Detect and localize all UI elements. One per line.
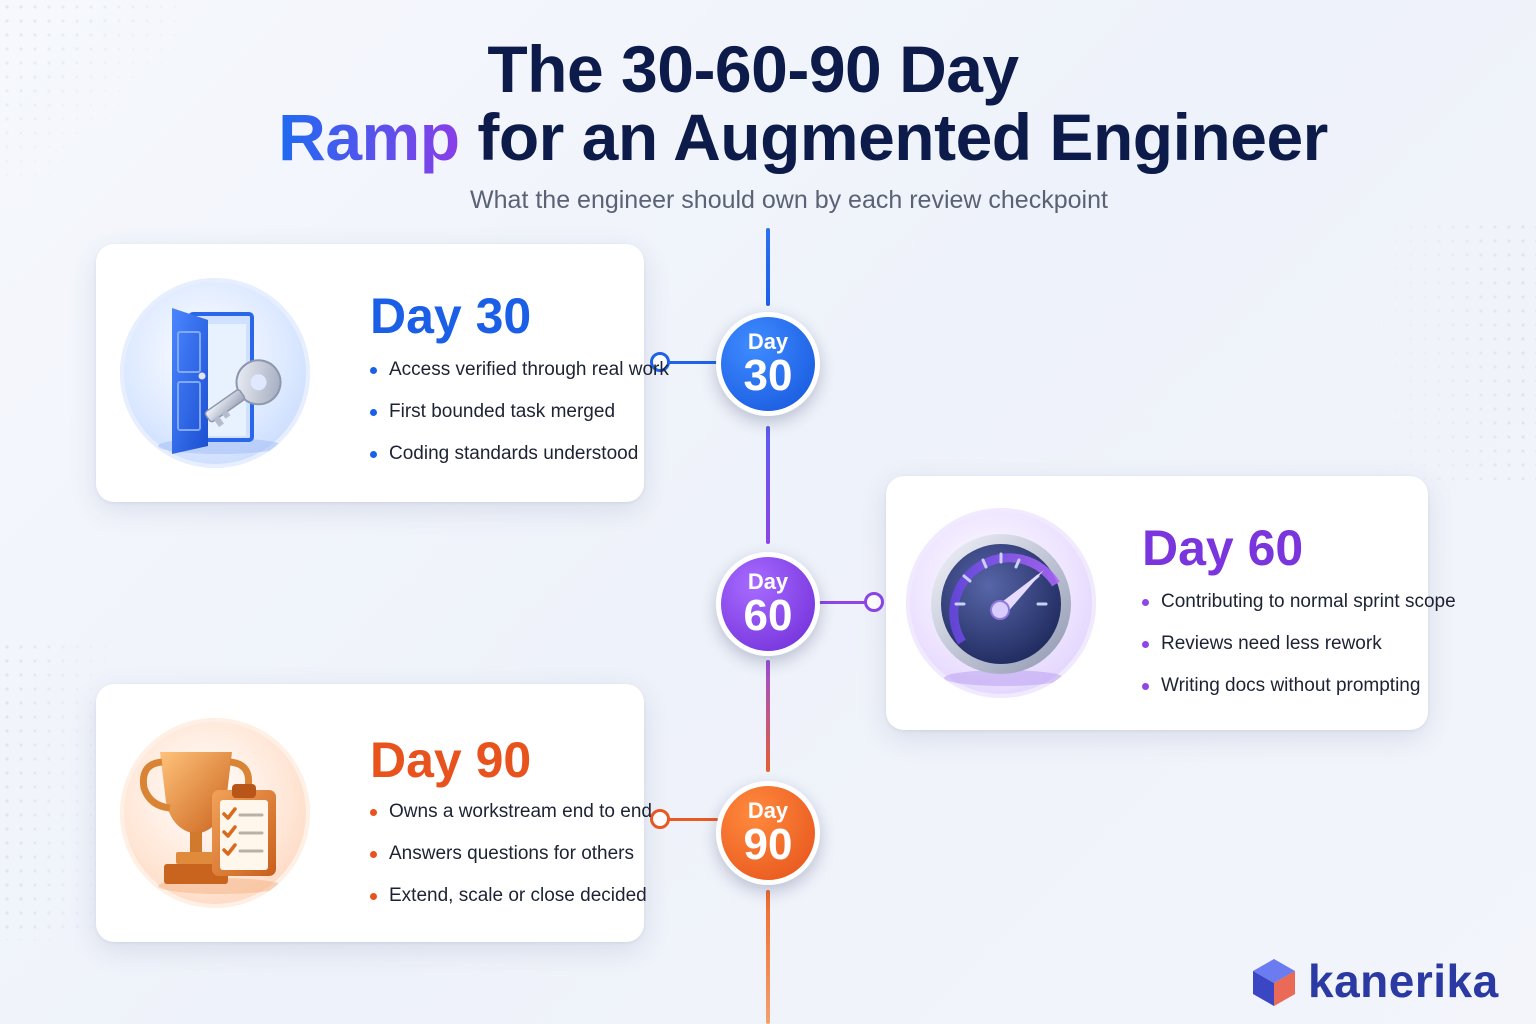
trophy-checklist-icon [120,718,310,908]
page-title: The 30-60-90 Day [0,34,1521,104]
node-day-label: Day [747,569,789,594]
title-line-2: for an Augmented Engineer [459,100,1328,174]
milestone-title: Day 30 [370,288,532,344]
node-day-number: 60 [743,591,793,640]
node-day-number: 30 [743,351,793,400]
brand-logo: kanerika [1248,952,1498,1012]
milestone-card-30: Day 30 Access verified through real work… [96,244,669,502]
cube-logo-icon [1253,959,1295,1006]
milestone-card-60: Day 60 Contributing to normal sprint sco… [886,476,1456,730]
decor-dots [1376,220,1536,480]
timeline-line [766,890,770,1024]
list-item: Extend, scale or close decided [370,882,652,924]
timeline-node-90: Day 90 [716,781,820,885]
list-item: Answers questions for others [370,840,652,882]
list-item: Reviews need less rework [1142,630,1456,672]
door-key-icon [120,278,310,468]
timeline-line [766,426,770,544]
milestone-card-90: Day 90 Owns a workstream end to end Answ… [96,684,652,942]
milestone-list: Contributing to normal sprint scope Revi… [1142,588,1456,714]
title-highlight: Ramp [278,100,460,174]
timeline-line [766,228,770,306]
list-item: Access verified through real work [370,356,669,398]
list-item: Coding standards understood [370,440,669,482]
connector-30 [668,361,718,364]
milestone-list: Owns a workstream end to end Answers que… [370,798,652,924]
node-day-label: Day [747,329,789,354]
timeline-line [766,660,770,772]
connector-dot-60 [864,592,884,612]
timeline-node-30: Day 30 [716,312,820,416]
milestone-list: Access verified through real work First … [370,356,669,482]
decor-dots [0,0,180,180]
list-item: Owns a workstream end to end [370,798,652,840]
speedometer-icon [906,508,1096,698]
connector-90 [668,818,718,821]
list-item: First bounded task merged [370,398,669,440]
node-day-label: Day [747,798,789,823]
milestone-title: Day 60 [1142,520,1304,576]
brand-name: kanerika [1308,955,1499,1007]
page-title-line-2: Ramp for an Augmented Engineer [35,102,1536,172]
connector-60 [818,601,866,604]
page-subtitle: What the engineer should own by each rev… [470,186,1108,214]
connector-dot-90 [650,809,670,829]
timeline-node-60: Day 60 [716,552,820,656]
list-item: Contributing to normal sprint scope [1142,588,1456,630]
list-item: Writing docs without prompting [1142,672,1456,714]
connector-dot-30 [650,352,670,372]
milestone-title: Day 90 [370,732,532,788]
title-line-1: The 30-60-90 Day [487,32,1019,106]
node-day-number: 90 [743,820,793,869]
